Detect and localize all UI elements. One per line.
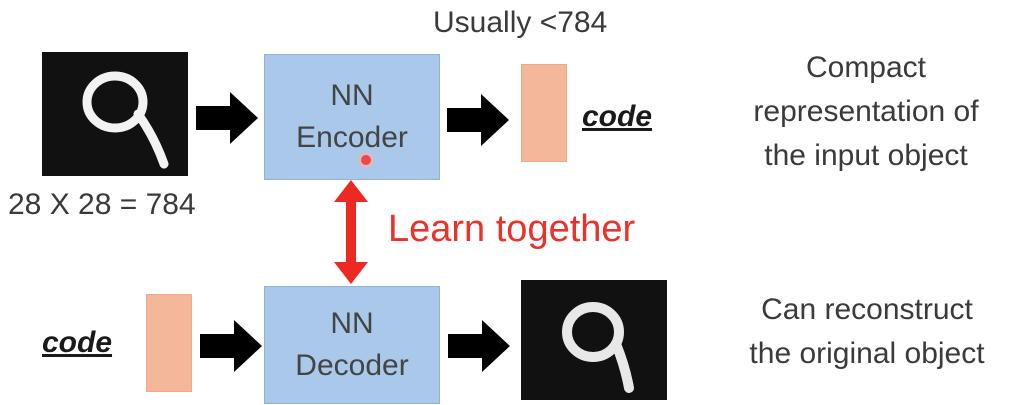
description-top-line2: representation of: [753, 95, 979, 128]
code-vector-bottom: [146, 294, 192, 392]
arrow-to-output: [448, 320, 510, 372]
digit-nine-icon: [562, 302, 634, 393]
description-bottom: Can reconstruct the original object: [712, 288, 1022, 376]
description-top-line1: Compact: [805, 51, 927, 84]
nn-decoder-box: NN Decoder: [264, 286, 440, 404]
decoder-line2: Decoder: [295, 349, 409, 382]
arrow-to-code: [447, 94, 509, 146]
code-label-bottom: code: [42, 326, 113, 359]
nn-encoder-box: NN Encoder: [264, 54, 440, 180]
arrow-to-encoder: [196, 92, 258, 144]
cursor-dot: [359, 153, 373, 167]
double-arrow-icon: [332, 180, 370, 284]
encoder-line2: Encoder: [296, 121, 408, 154]
description-top: Compact representation of the input obje…: [716, 46, 1016, 178]
arrow-to-decoder: [200, 320, 262, 372]
output-digit-image: [521, 280, 667, 400]
encoder-line1: NN: [330, 79, 374, 112]
usually-label: Usually <784: [433, 6, 608, 39]
description-bottom-line2: the original object: [749, 337, 985, 370]
input-digit-image: [42, 52, 188, 176]
description-top-line3: the input object: [764, 139, 968, 172]
digit-nine-icon: [82, 71, 169, 169]
learn-together-label: Learn together: [388, 208, 636, 250]
description-bottom-line1: Can reconstruct: [761, 293, 973, 326]
code-vector-top: [521, 64, 567, 162]
input-size-label: 28 X 28 = 784: [8, 188, 196, 221]
decoder-line1: NN: [330, 307, 374, 340]
code-label-top: code: [582, 100, 653, 133]
